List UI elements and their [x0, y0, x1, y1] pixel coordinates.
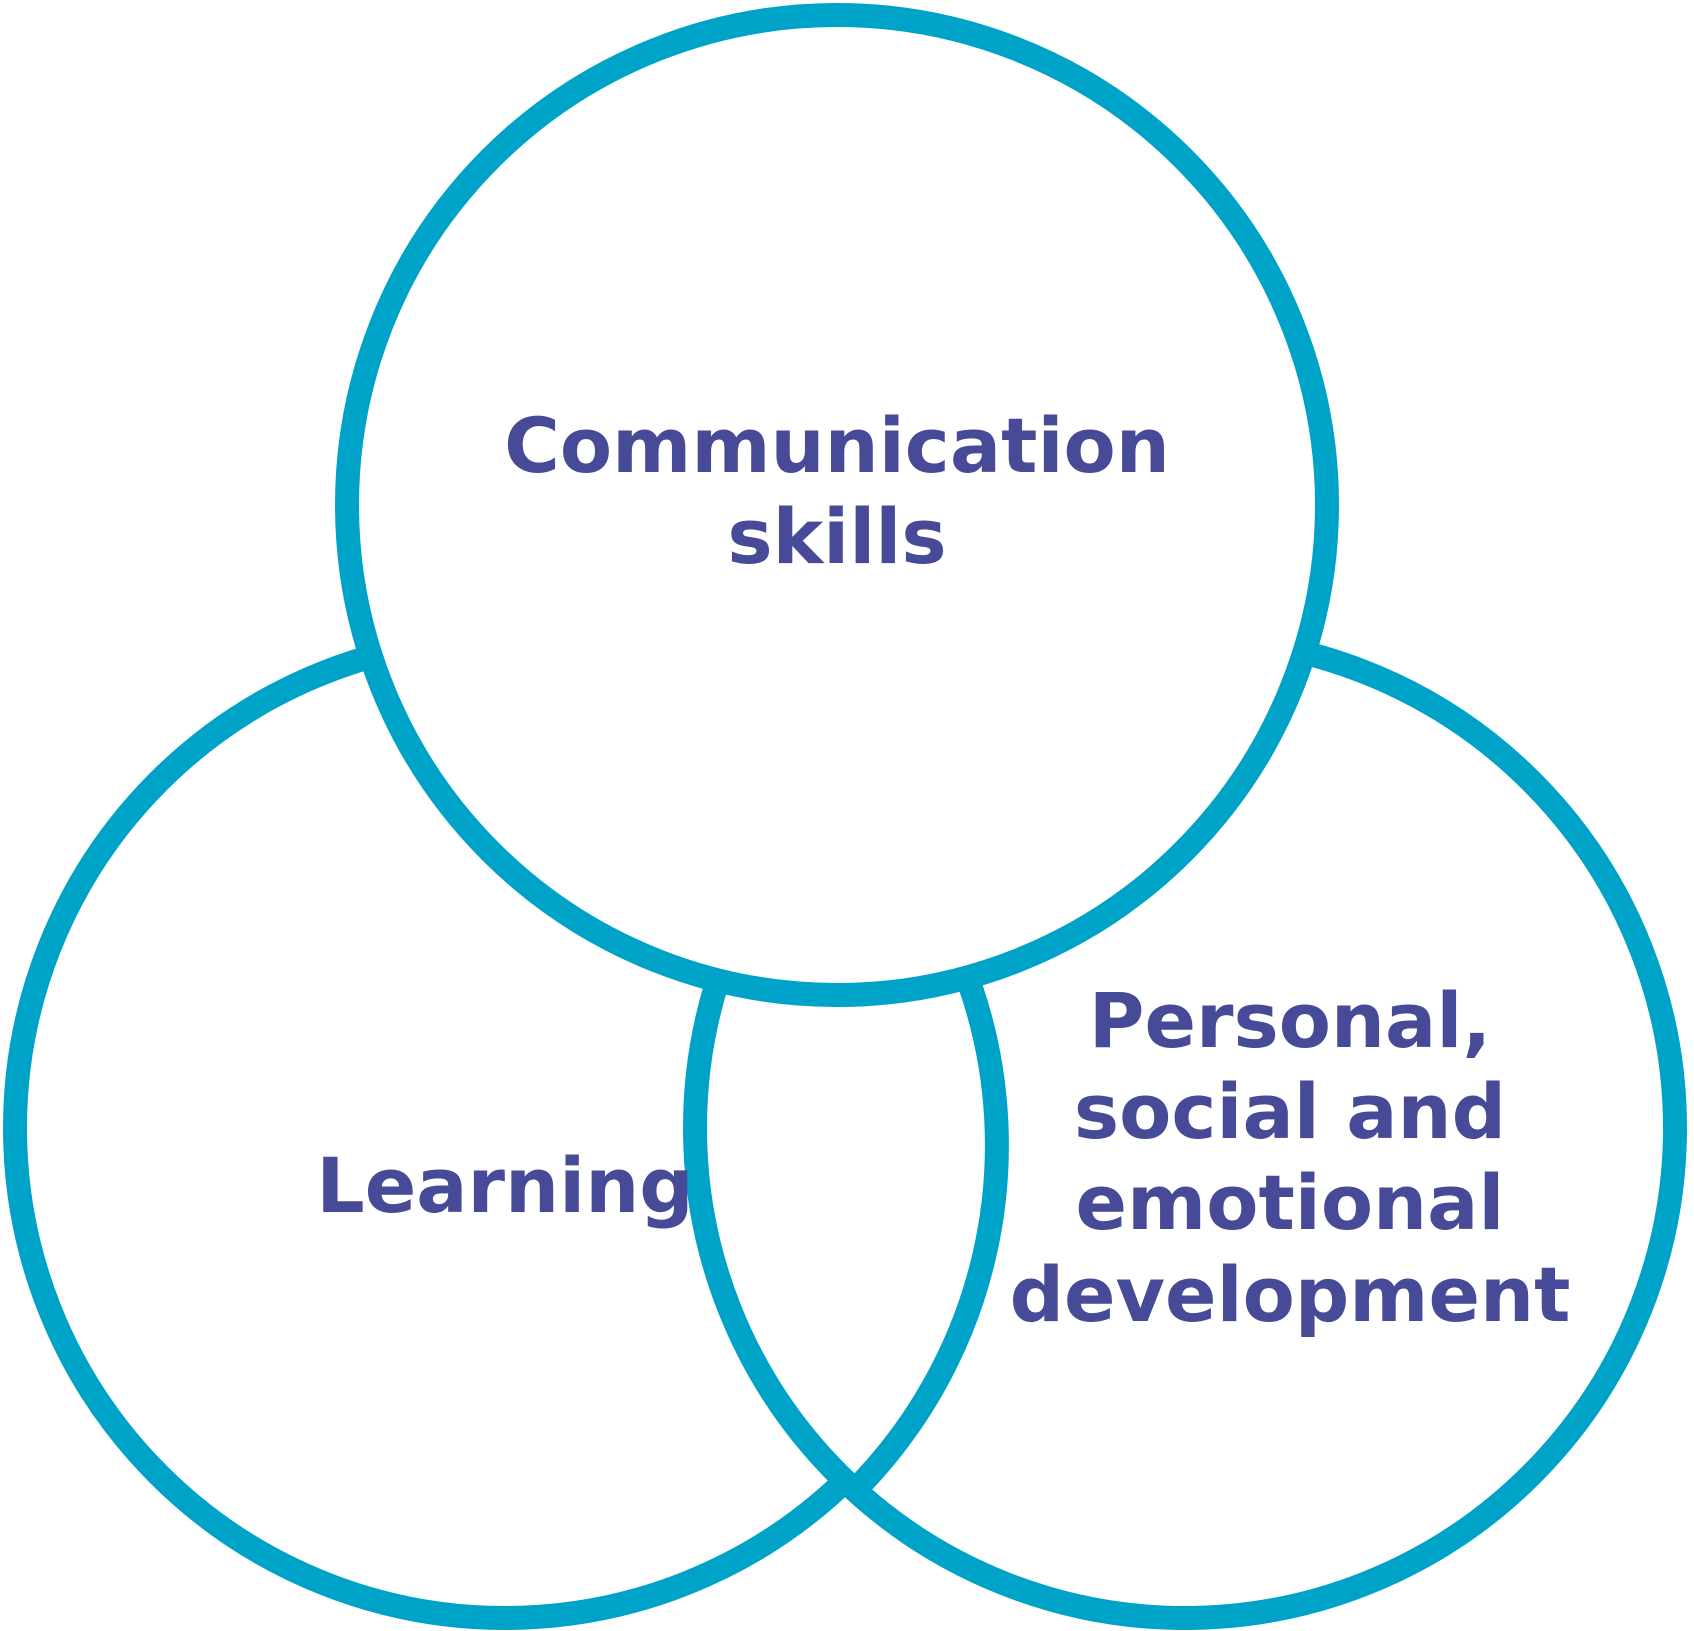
label-personal: Personal, social and emotional developme…: [1009, 976, 1571, 1339]
learning-overlap-arc: [841, 981, 1009, 1504]
circle-communication: [335, 3, 1339, 1007]
label-communication: Communication skills: [504, 401, 1170, 582]
label-learning: Learning: [316, 1141, 694, 1230]
